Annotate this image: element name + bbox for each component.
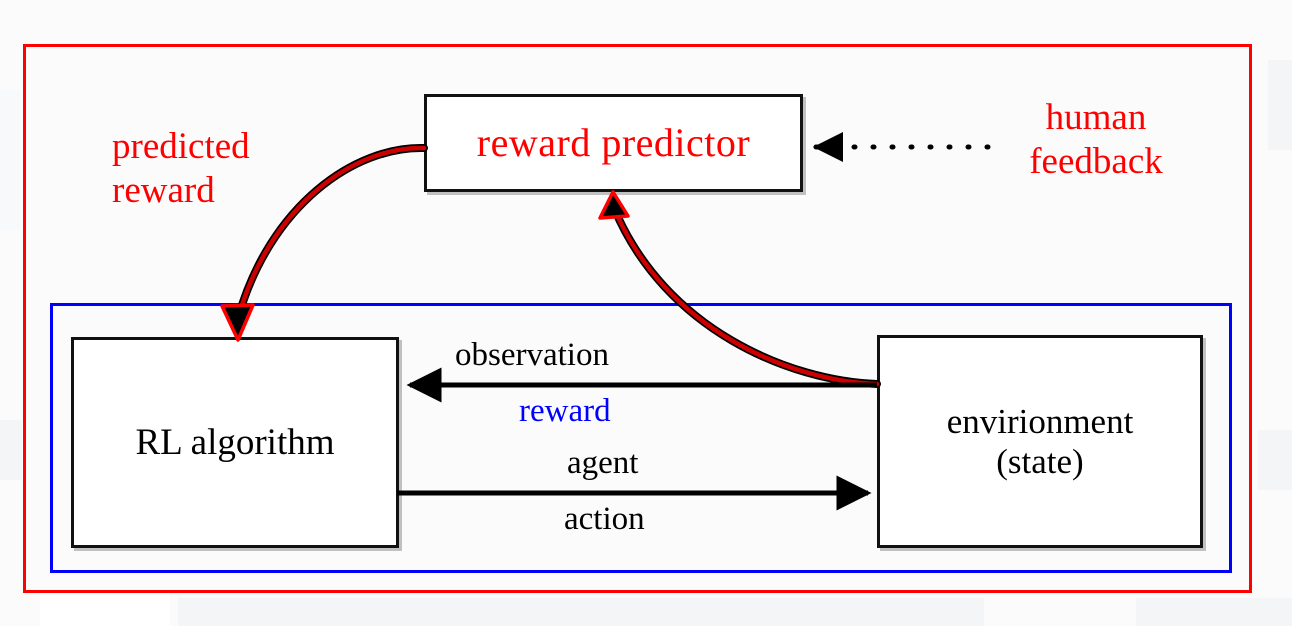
label-human-feedback: human feedback xyxy=(1029,97,1163,182)
background-block xyxy=(178,598,984,626)
node-environment-line2: (state) xyxy=(996,441,1084,481)
background-block xyxy=(1268,60,1292,150)
background-block xyxy=(40,590,170,626)
rlhf-boundary-frame xyxy=(23,44,1252,593)
background-block xyxy=(1258,430,1292,490)
label-observation: observation xyxy=(455,337,609,373)
node-environment[interactable]: envirionment (state) xyxy=(877,335,1203,548)
node-reward-predictor[interactable]: reward predictor xyxy=(424,94,803,192)
background-block xyxy=(0,90,20,230)
label-action: action xyxy=(564,501,645,537)
node-rl-algorithm[interactable]: RL algorithm xyxy=(71,337,399,548)
label-agent: agent xyxy=(567,445,639,481)
background-block xyxy=(0,420,22,480)
label-reward: reward xyxy=(519,393,611,429)
node-environment-line1: envirionment xyxy=(946,402,1134,442)
background-block xyxy=(1136,598,1292,626)
label-predicted-reward: predicted reward xyxy=(112,126,250,211)
